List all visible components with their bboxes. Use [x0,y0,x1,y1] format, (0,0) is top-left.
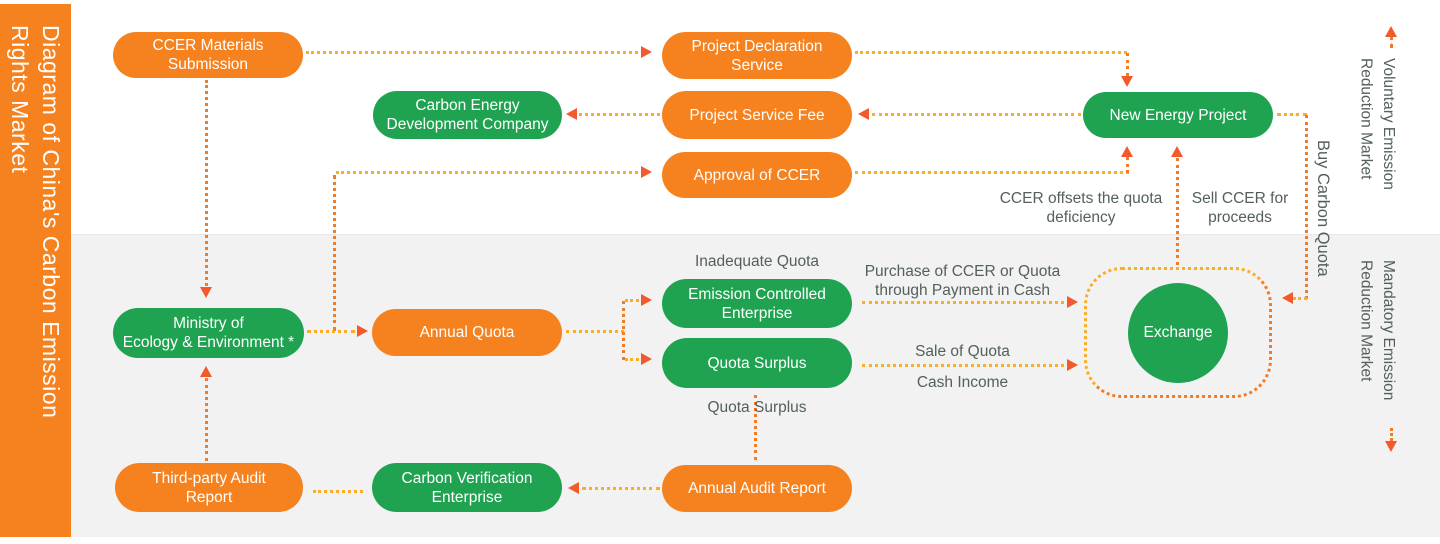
edge-ministry-to-approval-line-v [333,175,336,331]
edge-split-to-quotasurplus-arrow [641,353,652,365]
edge-ece-to-exchange-arrow [1067,296,1078,308]
mandatory-down-arrow [1385,441,1397,452]
voluntary-up-arrow [1385,26,1397,37]
edge-audit-to-ministry-line [205,378,208,461]
edge-split-to-quotasurplus-line [625,358,639,361]
edge-declaration-to-newenergy-line-v [1126,53,1129,76]
label-inadequate-quota: Inadequate Quota [694,253,820,270]
edge-approval-to-newenergy-line-v [1126,157,1129,173]
node-ccer-materials-submission: CCER Materials Submission [113,32,303,78]
edge-ministry-to-annualquota-line [307,330,355,333]
node-new-energy-project: New Energy Project [1083,92,1273,138]
label-cash-income: Cash Income [916,374,1009,391]
edge-declaration-to-newenergy-line-h [855,51,1127,54]
edge-audit-to-ministry-arrow [200,366,212,377]
edge-newenergy-to-exchange-line-h1 [1277,113,1307,116]
node-third-party-audit-report: Third-party Audit Report [115,463,303,512]
label-mandatory-market: Mandatory Emission Reduction Market [1357,260,1397,401]
label-purchase-of-ccer: Purchase of CCER or Quota through Paymen… [864,263,1061,299]
edge-approval-to-newenergy-arrow [1121,146,1133,157]
node-quota-surplus: Quota Surplus [662,338,852,388]
label-sell-ccer: Sell CCER for proceeds [1191,190,1289,226]
edge-split-to-ece-arrow [641,294,652,306]
edge-ece-to-exchange-line [862,301,1064,304]
label-voluntary-market: Voluntary Emission Reduction Market [1357,58,1397,190]
edge-newenergy-to-servicefee-arrow [858,108,869,120]
edge-newenergy-to-servicefee-line [872,113,1081,116]
node-project-declaration-service: Project Declaration Service [662,32,852,79]
edge-ccer-to-ministry-line [205,80,208,286]
edge-annualquota-split-line-h [566,330,624,333]
edge-exchange-to-newenergy-arrow [1171,146,1183,157]
edge-annualaudit-to-verification-arrow [568,482,579,494]
label-buy-carbon-quota: Buy Carbon Quota [1313,140,1332,277]
edge-ministry-to-approval-arrow [641,166,652,178]
sidebar-title-bar: Diagram of China's Carbon Emission Right… [0,4,71,537]
exchange-dotted-frame [1084,267,1272,398]
diagram-title: Diagram of China's Carbon Emission Right… [7,25,65,419]
edge-annualaudit-to-verification-line [582,487,660,490]
edge-verification-to-audit-line [313,490,363,493]
edge-quotasurplus-to-exchange-line [862,364,1064,367]
node-exchange: Exchange [1128,283,1228,383]
node-emission-controlled-enterprise: Emission Controlled Enterprise [662,279,852,328]
label-ccer-offsets: CCER offsets the quota deficiency [999,190,1163,226]
mandatory-arrow-stem [1390,428,1393,441]
edge-ccer-to-declaration-line [306,51,638,54]
edge-newenergy-to-exchange-line-h2 [1293,297,1307,300]
node-ministry-of-ecology-environment: Ministry of Ecology & Environment * [113,308,304,358]
edge-ccer-to-ministry-arrow [200,287,212,298]
edge-annualaudit-to-quotasurplus-line [754,395,757,460]
voluntary-arrow-stem [1390,36,1393,48]
edge-split-to-ece-line [625,299,639,302]
node-carbon-energy-development-company: Carbon Energy Development Company [373,91,562,139]
edge-servicefee-to-carbonenergy-line [579,113,660,116]
edge-annualquota-split-line-v [622,301,625,360]
edge-exchange-to-newenergy-line [1176,158,1179,265]
edge-ccer-to-declaration-arrow [641,46,652,58]
label-sale-of-quota: Sale of Quota [915,343,1010,360]
node-carbon-verification-enterprise: Carbon Verification Enterprise [372,463,562,512]
label-quota-surplus: Quota Surplus [707,399,807,416]
edge-quotasurplus-to-exchange-arrow [1067,359,1078,371]
edge-approval-to-newenergy-line-h [855,171,1129,174]
edge-newenergy-to-exchange-arrow [1282,292,1293,304]
node-project-service-fee: Project Service Fee [662,91,852,139]
node-approval-of-ccer: Approval of CCER [662,152,852,198]
edge-ministry-to-approval-line-h [336,171,638,174]
node-annual-audit-report: Annual Audit Report [662,465,852,512]
edge-ministry-to-annualquota-arrow [357,325,368,337]
edge-servicefee-to-carbonenergy-arrow [566,108,577,120]
edge-declaration-to-newenergy-arrow [1121,76,1133,87]
edge-newenergy-to-exchange-line-v [1305,115,1308,299]
node-annual-quota: Annual Quota [372,309,562,356]
